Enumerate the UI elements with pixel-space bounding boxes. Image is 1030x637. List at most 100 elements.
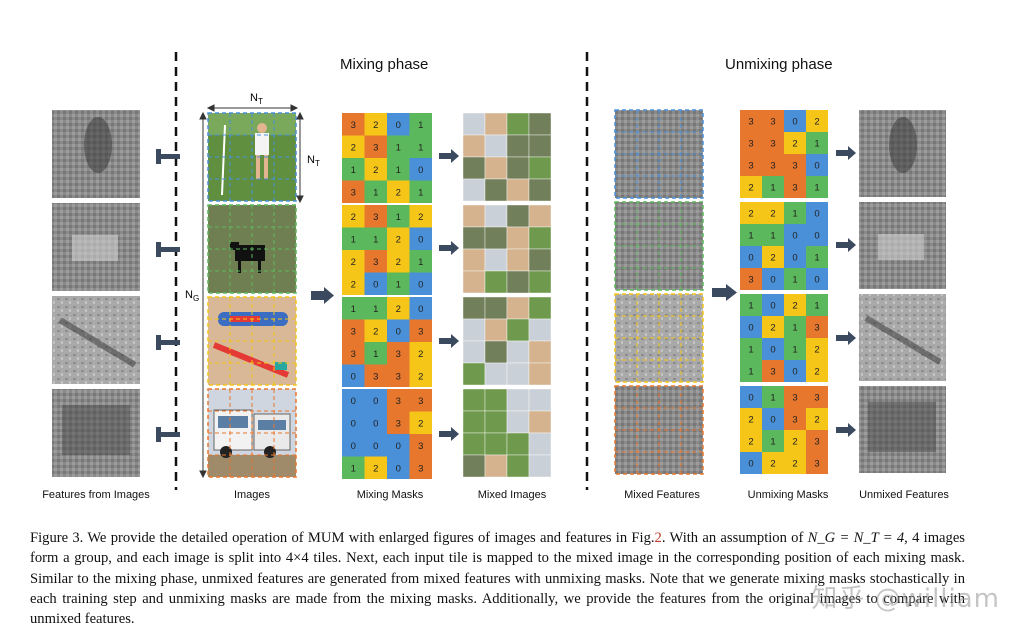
- mask-cell-value: 1: [792, 323, 797, 334]
- mask-cell: [387, 158, 410, 181]
- mixed-tile: [506, 204, 530, 228]
- mask-cell: [342, 434, 365, 457]
- mixed-tile: [484, 156, 508, 180]
- mask-cell: [740, 452, 762, 474]
- mask-cell-value: 3: [814, 393, 819, 404]
- mask-cell-value: 1: [396, 212, 401, 223]
- mask-cell: [409, 389, 432, 412]
- mixed-image: [462, 296, 552, 386]
- feature-map-4: [52, 389, 140, 477]
- mask-cell: [387, 456, 410, 479]
- mixed-images-column: [462, 112, 552, 478]
- mask-cell-value: 0: [814, 231, 819, 242]
- mask-cell-value: 2: [792, 301, 797, 312]
- mask-cell: [806, 224, 828, 246]
- caption-part1: Figure 3. We provide the detailed operat…: [30, 530, 655, 546]
- mask-cell: [364, 113, 387, 136]
- mask-cell-value: 2: [814, 415, 819, 426]
- caption-math: N_G = N_T = 4: [807, 530, 905, 546]
- mask-cell-value: 0: [770, 415, 775, 426]
- mixed-tile: [462, 296, 486, 320]
- mask-cell-value: 0: [748, 459, 753, 470]
- mixed-tile: [506, 432, 530, 456]
- unmix-arrows: [836, 146, 856, 437]
- unmixed-features-column: [859, 110, 946, 473]
- mask-cell: [762, 408, 784, 430]
- mask-cell: [762, 338, 784, 360]
- mixed-tile: [462, 454, 486, 478]
- mask-cell-value: 2: [792, 437, 797, 448]
- mask-cell: [740, 338, 762, 360]
- mask-cell: [387, 389, 410, 412]
- mask-cell-value: 0: [373, 418, 378, 429]
- mask-cell: [409, 456, 432, 479]
- mixed-tile: [462, 432, 486, 456]
- mask-cell: [806, 294, 828, 316]
- mixed-tile: [506, 410, 530, 434]
- mask-cell-value: 0: [792, 253, 797, 264]
- mask-cell-value: 3: [373, 142, 378, 153]
- mixed-tile: [506, 270, 530, 294]
- mask-cell-value: 0: [792, 117, 797, 128]
- mask-cell: [409, 205, 432, 228]
- figure-reference-link[interactable]: 2: [654, 530, 662, 546]
- mixed-tile: [506, 340, 530, 364]
- mixed-tile: [506, 296, 530, 320]
- arrow-left-icon: [156, 242, 180, 257]
- arrow-right-icon: [836, 423, 856, 437]
- image-grid: [207, 112, 297, 202]
- mask-cell: [387, 180, 410, 203]
- mask-cell-value: 1: [748, 301, 753, 312]
- mask-cell-value: 1: [748, 367, 753, 378]
- mixed-tile: [506, 134, 530, 158]
- mask-cell-value: 2: [351, 142, 356, 153]
- mixed-tile: [528, 388, 552, 412]
- mask-cell-value: 1: [418, 187, 423, 198]
- mask-cell-value: 2: [351, 279, 356, 290]
- mixed-tile: [462, 388, 486, 412]
- mask-cell-value: 2: [792, 139, 797, 150]
- mask-cell: [784, 386, 806, 408]
- mixed-tile: [462, 270, 486, 294]
- mask-cell-value: 2: [396, 304, 401, 315]
- mixed-tile: [528, 410, 552, 434]
- mixed-tile: [462, 340, 486, 364]
- mask-cell: [762, 268, 784, 290]
- mask-cell: [387, 113, 410, 136]
- watermark: 知乎 @william: [811, 584, 1000, 614]
- mask-cell: [784, 338, 806, 360]
- mask-cell-value: 3: [396, 396, 401, 407]
- mask-cell: [740, 176, 762, 198]
- arrow-right-icon: [836, 238, 856, 252]
- mask-cell-value: 0: [418, 234, 423, 245]
- mask-cell-value: 0: [396, 463, 401, 474]
- mask-cell-value: 0: [418, 304, 423, 315]
- mask-cell-value: 3: [748, 139, 753, 150]
- mask-cell: [762, 294, 784, 316]
- mixed-tile: [506, 362, 530, 386]
- mask-cell: [784, 246, 806, 268]
- mask-cell-value: 1: [373, 187, 378, 198]
- mixed-tile: [462, 410, 486, 434]
- mask-cell-value: 1: [770, 437, 775, 448]
- mask-cell-value: 3: [748, 161, 753, 172]
- mask-cell: [762, 202, 784, 224]
- mask-cell-value: 1: [373, 304, 378, 315]
- mixed-tile: [528, 248, 552, 272]
- label-unmixed-features: Unmixed Features: [859, 489, 949, 501]
- mask-cell-value: 2: [373, 120, 378, 131]
- mask-cell: [784, 176, 806, 198]
- mask-cell-value: 2: [814, 117, 819, 128]
- nt-side-label: NT: [307, 154, 320, 168]
- mask-cell-value: 0: [418, 279, 423, 290]
- arrow-right-icon: [439, 149, 459, 163]
- mask-cell: [409, 113, 432, 136]
- mask-cell: [762, 132, 784, 154]
- image-grid: [207, 296, 297, 386]
- mask-cell: [784, 316, 806, 338]
- mask-cell: [740, 408, 762, 430]
- mask-cell: [740, 224, 762, 246]
- mask-cell: [409, 364, 432, 387]
